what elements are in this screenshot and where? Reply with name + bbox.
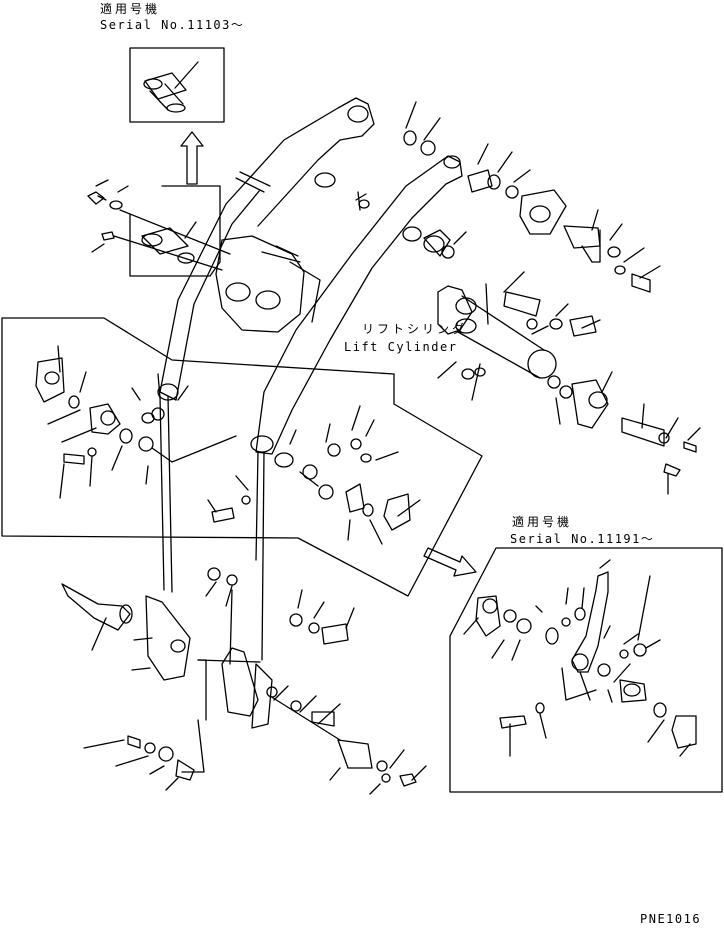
bolt-washer-set-top-left [87, 179, 231, 271]
serial-number-label-top: Serial No.11103～ [100, 18, 245, 32]
lift-cylinder-label-en: Lift Cylinder [344, 340, 458, 354]
inset-box-top [129, 47, 225, 123]
lift-arm [157, 97, 375, 401]
applicable-machine-label-right: 適用号機 [512, 515, 573, 529]
inset-box-right [449, 547, 723, 793]
pin-washer-set-top-right [403, 101, 661, 293]
lift-cylinder-label-jp: リフトシリンダ [362, 322, 468, 336]
arrow-up-icon [180, 131, 204, 185]
inset-pin-box [129, 185, 221, 277]
applicable-machine-label-top: 適用号機 [100, 2, 161, 16]
lift-cylinder [437, 271, 701, 495]
lower-linkage-parts [61, 395, 427, 795]
bellcrank-link [250, 155, 463, 455]
serial-number-label-right: Serial No.11191～ [510, 532, 655, 546]
arrow-right-icon [423, 547, 477, 577]
page-code: PNE1016 [640, 912, 702, 926]
callout-box-left [1, 317, 483, 597]
